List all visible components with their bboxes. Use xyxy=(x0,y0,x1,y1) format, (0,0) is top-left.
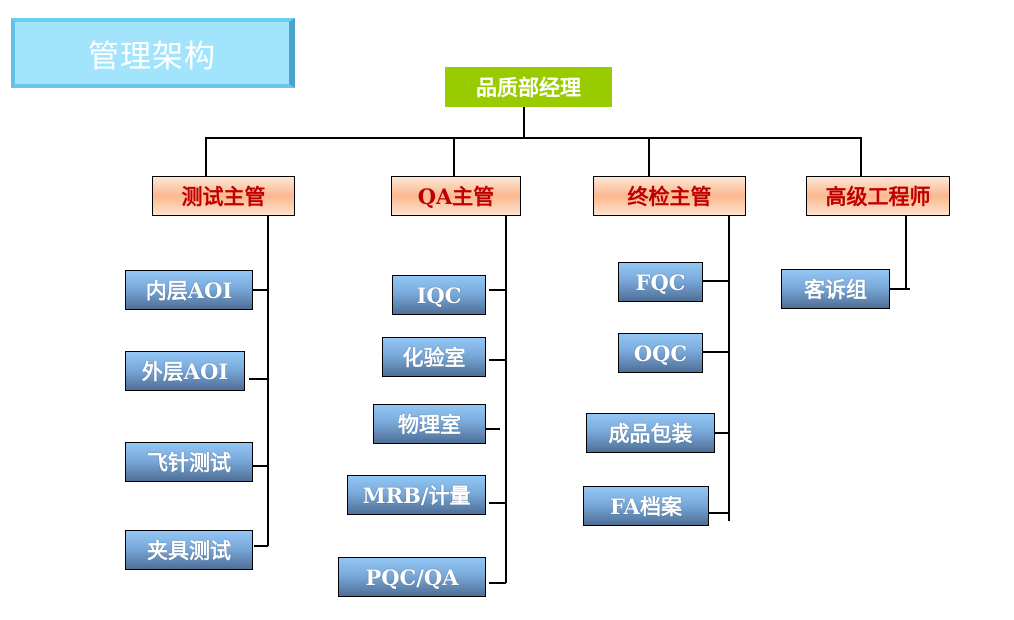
node-pqc-qa: PQC/QA xyxy=(338,557,486,597)
node-inner-aoi: 内层AOI xyxy=(125,270,253,310)
connector-line xyxy=(249,378,268,380)
connector-line xyxy=(709,512,729,514)
node-quality-manager: 品质部经理 xyxy=(445,67,612,107)
connector-line xyxy=(728,216,730,521)
connector-line xyxy=(860,137,862,176)
connector-line xyxy=(905,216,907,289)
connector-line xyxy=(249,289,268,291)
node-outer-aoi: 外层AOI xyxy=(125,351,245,391)
connector-line xyxy=(703,351,729,353)
node-oqc: OQC xyxy=(618,333,703,373)
node-packaging: 成品包装 xyxy=(586,413,715,453)
connector-line xyxy=(505,216,507,583)
node-mrb-metrology: MRB/计量 xyxy=(347,475,486,515)
connector-line xyxy=(890,288,910,290)
connector-line xyxy=(254,545,268,547)
node-iqc: IQC xyxy=(392,275,486,315)
connector-line xyxy=(648,137,650,176)
node-fqc: FQC xyxy=(618,262,703,302)
connector-line xyxy=(205,137,207,176)
connector-line xyxy=(486,428,500,430)
connector-line xyxy=(489,289,506,291)
connector-line xyxy=(453,137,455,176)
connector-line xyxy=(703,280,729,282)
node-chemistry-lab: 化验室 xyxy=(382,337,486,377)
node-customer-complaint-group: 客诉组 xyxy=(781,269,890,309)
connector-line xyxy=(489,582,506,584)
page-title: 管理架构 xyxy=(11,18,295,88)
node-flying-probe-test: 飞针测试 xyxy=(125,442,253,482)
node-physics-lab: 物理室 xyxy=(373,404,486,444)
node-final-inspection-supervisor: 终检主管 xyxy=(593,176,746,216)
connector-line xyxy=(523,107,525,138)
node-test-supervisor: 测试主管 xyxy=(152,176,295,216)
connector-line xyxy=(205,137,861,139)
node-senior-engineer: 高级工程师 xyxy=(806,176,950,216)
connector-line xyxy=(249,465,268,467)
node-fixture-test: 夹具测试 xyxy=(125,530,253,570)
connector-line xyxy=(711,432,729,434)
connector-line xyxy=(267,216,269,546)
connector-line xyxy=(489,502,506,504)
connector-line xyxy=(489,359,506,361)
node-fa-archive: FA档案 xyxy=(583,486,709,526)
node-qa-supervisor: QA主管 xyxy=(391,176,521,216)
